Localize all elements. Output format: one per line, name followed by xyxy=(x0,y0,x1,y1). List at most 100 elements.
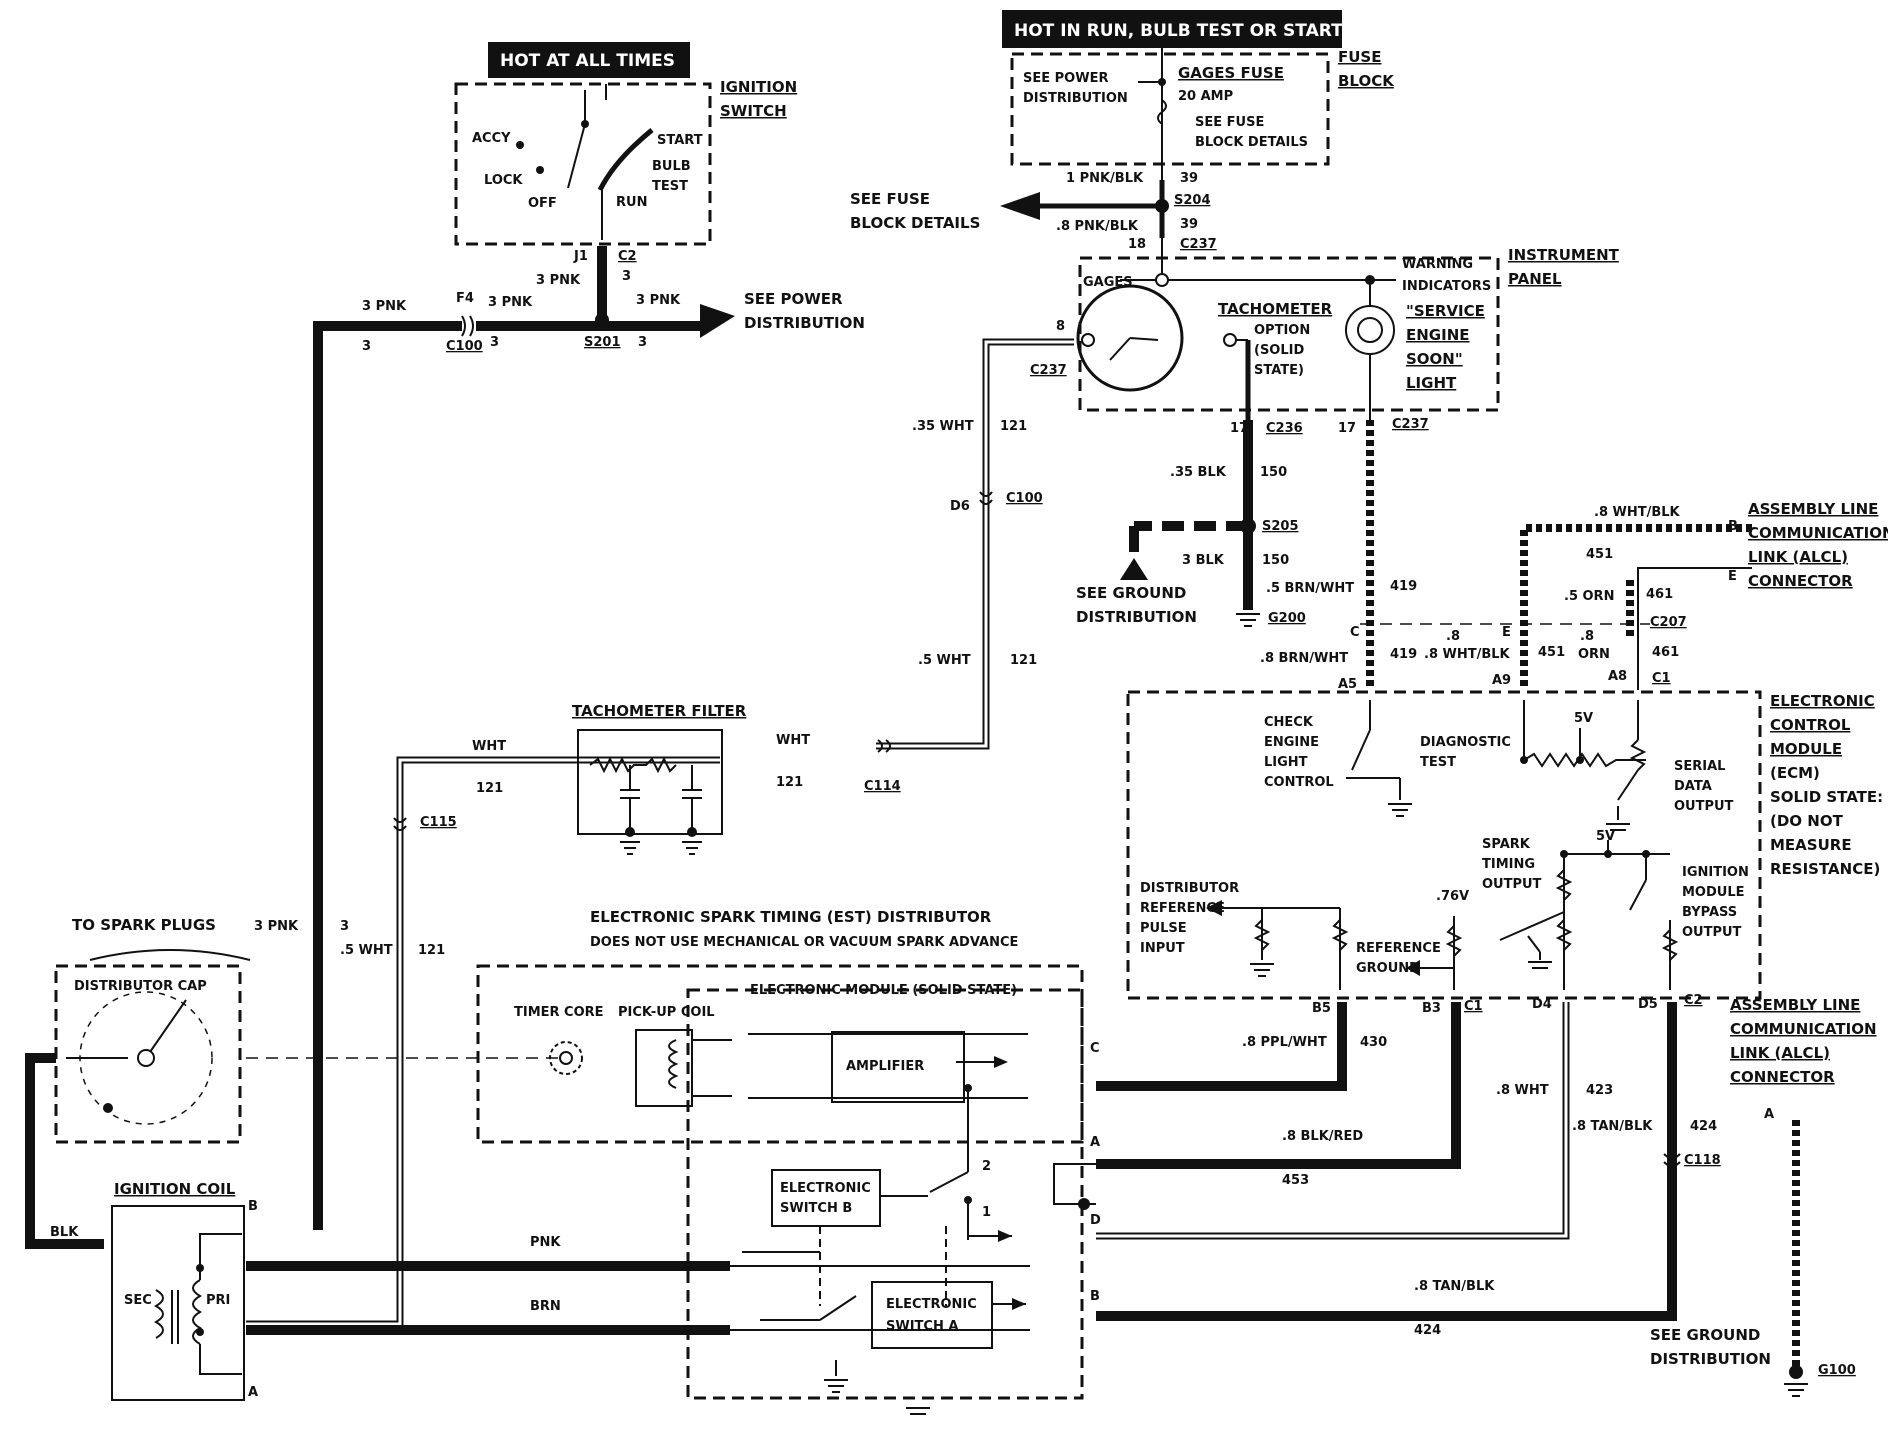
gages-fuse-label: GAGES FUSE xyxy=(1178,64,1284,82)
diagram-label: J1 xyxy=(573,249,588,264)
diagram-label: 3 PNK xyxy=(636,293,681,308)
diagram-label: C237 xyxy=(1180,237,1217,252)
diagram-label: ENGINE xyxy=(1406,326,1470,344)
diagram-label: BLK xyxy=(50,1225,79,1240)
diagram-label: E xyxy=(1728,569,1737,584)
diagram-label: PANEL xyxy=(1508,270,1562,288)
diagram-label: D4 xyxy=(1532,997,1552,1012)
diagram-label: DIAGNOSTIC xyxy=(1420,735,1511,750)
diagram-label: D6 xyxy=(950,499,970,514)
diagram-label: LINK (ALCL) xyxy=(1748,548,1848,566)
diagram-label: SEE FUSE xyxy=(1195,115,1264,130)
diagram-label: 17 xyxy=(1338,421,1356,436)
ignition-coil: SEC PRI xyxy=(111,1205,245,1401)
diagram-label: 121 xyxy=(776,775,803,790)
diagram-label: (SOLID xyxy=(1254,343,1304,358)
diagram-label: (ECM) xyxy=(1770,764,1820,782)
diagram-label: .35 WHT xyxy=(912,419,974,434)
diagram-label: C2 xyxy=(1684,993,1703,1008)
diagram-label: 18 xyxy=(1128,237,1146,252)
diagram-label: 17 xyxy=(1230,421,1248,436)
diagram-label: PICK-UP COIL xyxy=(618,1005,715,1020)
diagram-label: S205 xyxy=(1262,519,1299,534)
diagram-label: BYPASS xyxy=(1682,905,1737,920)
run-label: RUN xyxy=(616,195,647,210)
diagram-label: .5 WHT xyxy=(340,943,393,958)
diagram-label: A5 xyxy=(1338,677,1357,692)
diagram-label: S201 xyxy=(584,335,621,350)
diagram-label: C114 xyxy=(864,779,901,794)
diagram-label: SWITCH xyxy=(720,102,787,120)
diagram-label: .8 BRN/WHT xyxy=(1260,651,1348,666)
diagram-label: INDICATORS xyxy=(1402,279,1491,294)
diagram-label: .8 WHT xyxy=(1496,1083,1549,1098)
diagram-label: SEE FUSE xyxy=(850,190,930,208)
bulb-label: BULB xyxy=(652,159,691,174)
diagram-label: DOES NOT USE MECHANICAL OR VACUUM SPARK … xyxy=(590,935,1018,950)
diagram-label: .5 BRN/WHT xyxy=(1266,581,1354,596)
diagram-label: MEASURE xyxy=(1770,836,1852,854)
diagram-label: 39 xyxy=(1180,171,1198,186)
ignition-switch: ACCY LOCK OFF START BULB TEST RUN xyxy=(454,82,712,246)
diagram-label: RESISTANCE) xyxy=(1770,860,1880,878)
distributor-housing: TIMER CORE PICK-UP COIL ELECTRONIC MODUL… xyxy=(476,964,1084,1415)
diagram-label: 419 xyxy=(1390,647,1417,662)
diagram-label: 424 xyxy=(1414,1323,1441,1338)
diagram-label: PNK xyxy=(530,1235,561,1250)
diagram-label: .8 PNK/BLK xyxy=(1056,219,1139,234)
diagram-label: C1 xyxy=(1652,671,1671,686)
diagram-label: .35 BLK xyxy=(1170,465,1227,480)
diagram-label: C100 xyxy=(1006,491,1043,506)
diagram-label: 451 xyxy=(1538,645,1565,660)
diagram-label: 461 xyxy=(1646,587,1673,602)
banner-hot-in-run: HOT IN RUN, BULB TEST OR START xyxy=(1002,10,1343,48)
diagram-label: .5 WHT xyxy=(918,653,971,668)
diagram-label: B3 xyxy=(1422,1001,1441,1016)
diagram-label: COMMUNICATION xyxy=(1748,524,1888,542)
diagram-label: CONTROL xyxy=(1264,775,1334,790)
distributor-title: ELECTRONIC SPARK TIMING (EST) DISTRIBUTO… xyxy=(590,908,992,926)
diagram-label: STATE) xyxy=(1254,363,1304,378)
diagram-label: 451 xyxy=(1586,547,1613,562)
diagram-label: 20 AMP xyxy=(1178,89,1233,104)
test-label: TEST xyxy=(652,179,688,194)
ecm: CHECK ENGINE LIGHT CONTROL DIAGNOSTIC TE… xyxy=(1126,690,1762,1000)
diagram-label: TO SPARK PLUGS xyxy=(72,916,216,934)
module-pin-d: D xyxy=(1090,1213,1101,1228)
diagram-label: SEC xyxy=(124,1293,152,1308)
diagram-label: SWITCH A xyxy=(886,1319,958,1334)
diagram-label: OUTPUT xyxy=(1682,925,1742,940)
diagram-label: ELECTRONIC MODULE (SOLID STATE) xyxy=(750,983,1017,998)
alcl-top-title: ASSEMBLY LINE xyxy=(1748,500,1878,518)
diagram-label: C115 xyxy=(420,815,457,830)
diagram-label: DISTRIBUTION xyxy=(1076,608,1197,626)
diagram-label: 3 PNK xyxy=(362,299,407,314)
diagram-label: OUTPUT xyxy=(1674,799,1734,814)
diagram-label: 39 xyxy=(1180,217,1198,232)
diagram-label: HOT AT ALL TIMES xyxy=(500,51,675,71)
diagram-label: LINK (ALCL) xyxy=(1730,1044,1830,1062)
diagram-label: 423 xyxy=(1586,1083,1613,1098)
diagram-label: .8 WHT/BLK xyxy=(1424,647,1511,662)
diagram-label: REFERENCE xyxy=(1140,901,1225,916)
accy-label: ACCY xyxy=(472,131,511,146)
diagram-label: DISTRIBUTION xyxy=(744,314,865,332)
tachometer-filter xyxy=(577,729,723,855)
diagram-label: 5V xyxy=(1574,711,1593,726)
diagram-label: 419 xyxy=(1390,579,1417,594)
diagram-label: C237 xyxy=(1392,417,1429,432)
diagram-label: BLOCK DETAILS xyxy=(850,214,980,232)
diagram-label: ENGINE xyxy=(1264,735,1319,750)
diagram-label: WHT xyxy=(776,733,810,748)
banner-hot-at-all-times: HOT AT ALL TIMES xyxy=(488,42,690,78)
diagram-label: COMMUNICATION xyxy=(1730,1020,1877,1038)
diagram-label: 8 xyxy=(1056,319,1065,334)
diagram-label: G100 xyxy=(1818,1363,1856,1378)
diagram-label: .8 WHT/BLK xyxy=(1594,505,1681,520)
diagram-label: 3 xyxy=(362,339,371,354)
module-pin-a: A xyxy=(1090,1135,1100,1150)
diagram-label: HOT IN RUN, BULB TEST OR START xyxy=(1014,21,1343,41)
diagram-label: 3 PNK xyxy=(536,273,581,288)
diagram-label: TEST xyxy=(1420,755,1456,770)
service-engine-bulb-icon xyxy=(1345,305,1395,355)
